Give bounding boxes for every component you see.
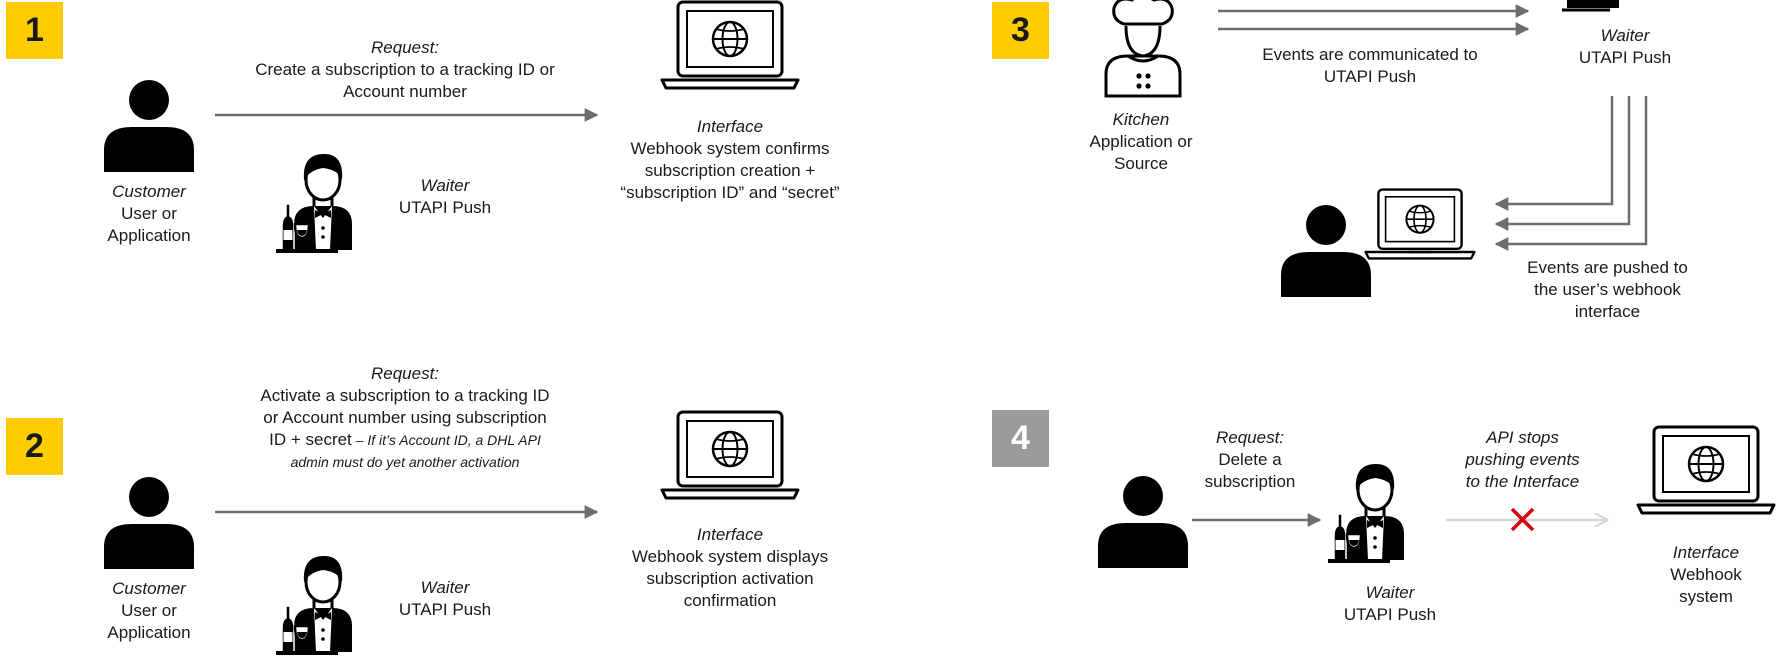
waiter-label: Waiter UTAPI Push	[1343, 583, 1437, 624]
waiter-icon	[274, 152, 354, 253]
user-person-icon	[1281, 205, 1371, 297]
waiter-icon-partial	[1567, 0, 1619, 8]
customer-label: Customer User or Application	[107, 182, 191, 245]
interface-label: Interface Webhook system confirms subscr…	[620, 117, 840, 202]
push-arrow	[1494, 96, 1614, 211]
waiter-icon	[274, 554, 354, 655]
events-communicated-label: Events are communicated to UTAPI Push	[1262, 45, 1478, 86]
user-laptop-icon	[1364, 188, 1476, 260]
step-badge-4: 4	[992, 410, 1049, 467]
interface-label: Interface Webhook system	[1670, 543, 1742, 606]
kitchen-label: Kitchen Application or Source	[1089, 110, 1193, 173]
request-heading: Request:	[370, 38, 440, 57]
waiter-label: Waiter UTAPI Push	[1578, 26, 1672, 67]
push-arrow	[1494, 96, 1631, 231]
cross-icon	[1510, 507, 1535, 532]
customer-label: Customer User or Application	[107, 579, 191, 642]
customer-person-icon	[104, 477, 194, 569]
kitchen-chef-icon	[1104, 0, 1182, 98]
delete-request-text: Request: Delete a subscription	[1204, 428, 1296, 491]
waiter-label: Waiter UTAPI Push	[398, 578, 492, 619]
user-person-icon	[1098, 476, 1188, 568]
request-text: Request: Create a subscription to a trac…	[210, 37, 600, 103]
stop-pushing-label: API stops pushing events to the Interfac…	[1465, 428, 1580, 491]
events-pushed-label: Events are pushed to the user’s webhook …	[1527, 258, 1688, 321]
request-text: Request: Activate a subscription to a tr…	[260, 364, 550, 470]
interface-laptop-icon	[1636, 425, 1776, 515]
step-badge-3: 3	[992, 2, 1049, 59]
interface-laptop-icon	[660, 0, 800, 90]
waiter-icon	[1326, 462, 1406, 563]
step-badge-2: 2	[6, 418, 63, 475]
waiter-label: Waiter UTAPI Push	[398, 176, 492, 217]
interface-laptop-icon	[660, 410, 800, 500]
interface-label: Interface Webhook system displays subscr…	[631, 525, 829, 610]
push-arrow	[1494, 96, 1648, 251]
customer-person-icon	[104, 80, 194, 172]
step-badge-1: 1	[6, 2, 63, 59]
